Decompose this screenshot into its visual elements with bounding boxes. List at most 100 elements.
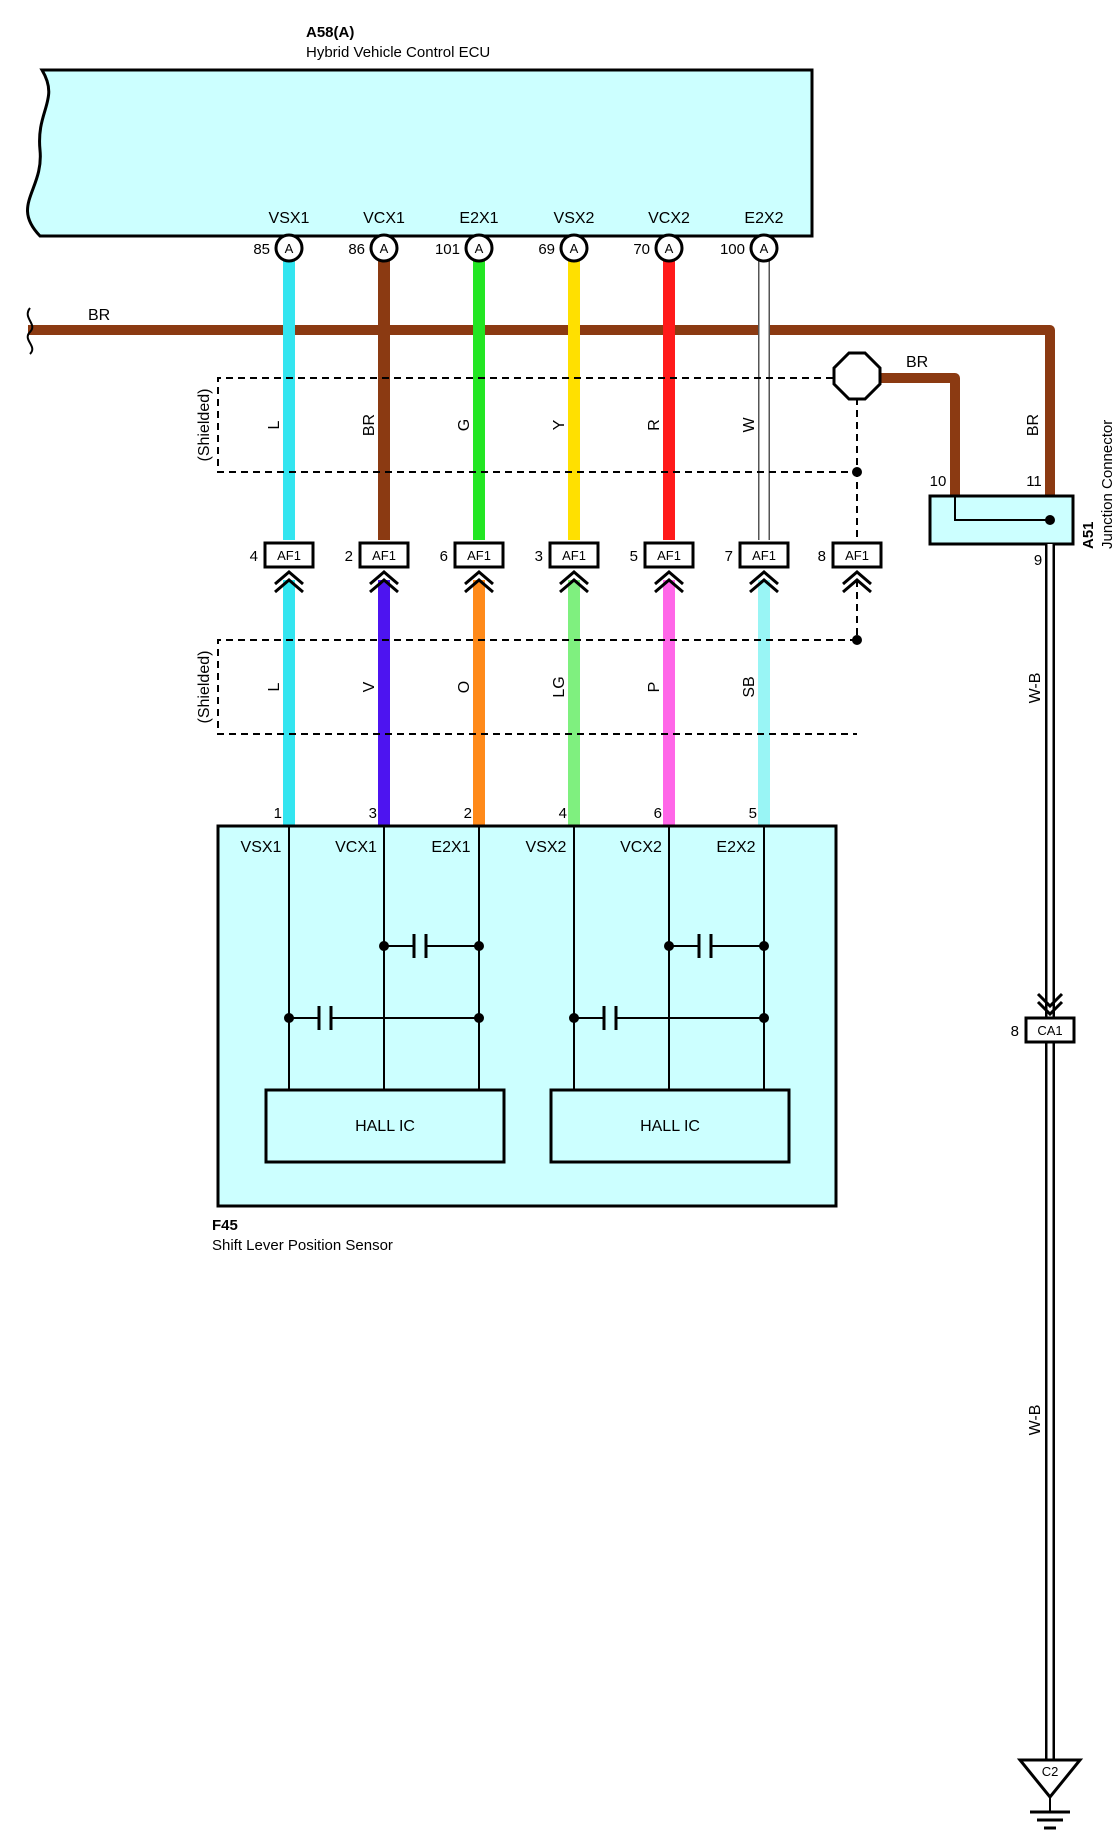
wire-break-symbol — [26, 307, 34, 355]
upper-wires — [283, 258, 770, 540]
junction-connector: 10 11 9 A51 Junction Connector — [928, 420, 1116, 569]
sensor-pin-num: 6 — [654, 805, 662, 822]
ecu-pin-connectors: A 85 A 86 A 101 A 69 A 70 A 100 — [253, 233, 779, 263]
junction-branch-label: BR — [906, 354, 928, 371]
ca1-pin: 8 — [1011, 1023, 1019, 1040]
junction-pin-10: 10 — [930, 473, 947, 490]
ecu-pin-names: VSX1 VCX1 E2X1 VSX2 VCX2 E2X2 — [269, 210, 784, 227]
wire-code-lower: V — [361, 681, 378, 692]
wire-code-lower: L — [266, 682, 283, 691]
lower-shield: (Shielded) L V O LG P SB — [196, 580, 862, 735]
junction-pin-11: 11 — [1026, 473, 1042, 490]
svg-text:A: A — [665, 241, 674, 256]
svg-text:AF1: AF1 — [467, 548, 491, 563]
svg-text:101: 101 — [435, 241, 460, 258]
svg-text:AF1: AF1 — [372, 548, 396, 563]
af1-connector-3: AF1 3 — [535, 541, 600, 594]
svg-text:AF1: AF1 — [277, 548, 301, 563]
ground-bus: BR — [26, 307, 1055, 496]
svg-text:AF1: AF1 — [845, 548, 869, 563]
shield-ground-splice: BR BR — [832, 351, 1042, 496]
wire-code-lower: O — [456, 681, 473, 693]
svg-text:A: A — [285, 241, 294, 256]
junction-pin-9: 9 — [1034, 552, 1042, 569]
lower-shield-outline — [217, 639, 857, 735]
af1-connector-5: AF1 5 — [630, 541, 695, 594]
sensor-pin-num: 2 — [464, 805, 472, 822]
sensor-name: Shift Lever Position Sensor — [212, 1237, 393, 1254]
sensor-pin-num: 3 — [369, 805, 377, 822]
lower-wires — [283, 580, 770, 826]
sensor-pin-num: 4 — [559, 805, 567, 822]
junction-dot — [1045, 515, 1055, 525]
svg-text:100: 100 — [720, 241, 745, 258]
sensor-pin-name: E2X1 — [431, 839, 470, 856]
wire-code-upper: L — [266, 420, 283, 429]
svg-text:4: 4 — [250, 548, 258, 565]
af1-connector-7: AF1 7 — [725, 541, 790, 594]
sensor-block: F45 Shift Lever Position Sensor 1 3 2 4 … — [212, 805, 838, 1254]
wire-code-upper: R — [646, 419, 663, 431]
ecu-pin-name: VSX1 — [269, 210, 310, 227]
svg-text:5: 5 — [630, 548, 638, 565]
sensor-pin-num: 1 — [274, 805, 282, 822]
ecu-pin-name: VCX1 — [363, 210, 405, 227]
svg-text:A: A — [380, 241, 389, 256]
af1-connector-2: AF1 2 — [345, 541, 410, 594]
junction-name: Junction Connector — [1099, 420, 1116, 549]
wire-code-lower: SB — [741, 676, 758, 697]
sensor-pin-name: E2X2 — [716, 839, 755, 856]
sensor-pin-name: VSX2 — [526, 839, 567, 856]
ecu-pin-name: VCX2 — [648, 210, 690, 227]
ecu-pin-100: A 100 — [720, 233, 779, 263]
ecu-pin-name: VSX2 — [554, 210, 595, 227]
sensor-pin-name: VSX1 — [241, 839, 282, 856]
svg-text:AF1: AF1 — [752, 548, 776, 563]
svg-text:A: A — [475, 241, 484, 256]
svg-text:A: A — [570, 241, 579, 256]
sensor-circuit-1 — [288, 826, 480, 1090]
junction-code: A51 — [1080, 521, 1097, 549]
ecu-pin-70: A 70 — [633, 233, 684, 263]
wb-wire-label: W-B — [1027, 1405, 1044, 1436]
ecu-pin-85: A 85 — [253, 233, 304, 263]
svg-text:3: 3 — [535, 548, 543, 565]
sensor-pin-name: VCX1 — [335, 839, 377, 856]
junction-right-wire-label: BR — [1025, 414, 1042, 436]
af1-connector-6: AF1 6 — [440, 541, 505, 594]
sensor-circuit-1-dots — [284, 941, 484, 1023]
ca1-connector: CA1 8 — [1011, 992, 1076, 1044]
af1-connectors: AF1 4 AF1 2 AF1 6 AF1 3 AF1 5 — [250, 541, 883, 594]
upper-shield: (Shielded) L BR G Y R W — [196, 377, 862, 550]
svg-text:8: 8 — [818, 548, 826, 565]
ecu-body — [26, 68, 814, 238]
hall-ic-1-label: HALL IC — [355, 1118, 415, 1135]
ground-name: C2 — [1042, 1764, 1059, 1779]
svg-text:70: 70 — [633, 241, 650, 258]
svg-text:69: 69 — [538, 241, 555, 258]
svg-text:2: 2 — [345, 548, 353, 565]
sensor-circuit-2-dots — [569, 941, 769, 1023]
ecu-block: A58(A) Hybrid Vehicle Control ECU — [26, 24, 814, 238]
ecu-pin-69: A 69 — [538, 233, 589, 263]
wire-code-upper: W — [741, 417, 758, 433]
ecu-pin-86: A 86 — [348, 233, 399, 263]
sensor-circuit-2 — [573, 826, 765, 1090]
svg-text:A: A — [760, 241, 769, 256]
wb-ground-wire: W-B W-B — [1027, 544, 1055, 1760]
ecu-pin-name: E2X1 — [459, 210, 498, 227]
svg-text:7: 7 — [725, 548, 733, 565]
af1-connector-4: AF1 4 — [250, 541, 315, 594]
ground-bus-label: BR — [88, 307, 110, 324]
ca1-chevron — [1036, 992, 1064, 1017]
ecu-pin-name: E2X2 — [744, 210, 783, 227]
splice-octagon — [832, 351, 882, 401]
svg-text:86: 86 — [348, 241, 365, 258]
wire-code-upper: G — [456, 419, 473, 431]
sensor-pin-name: VCX2 — [620, 839, 662, 856]
junction-internal-link — [954, 496, 1050, 521]
wire-code-lower: LG — [551, 676, 568, 697]
ground-point-c2: C2 — [1016, 1758, 1084, 1830]
wb-wire-label: W-B — [1027, 673, 1044, 704]
